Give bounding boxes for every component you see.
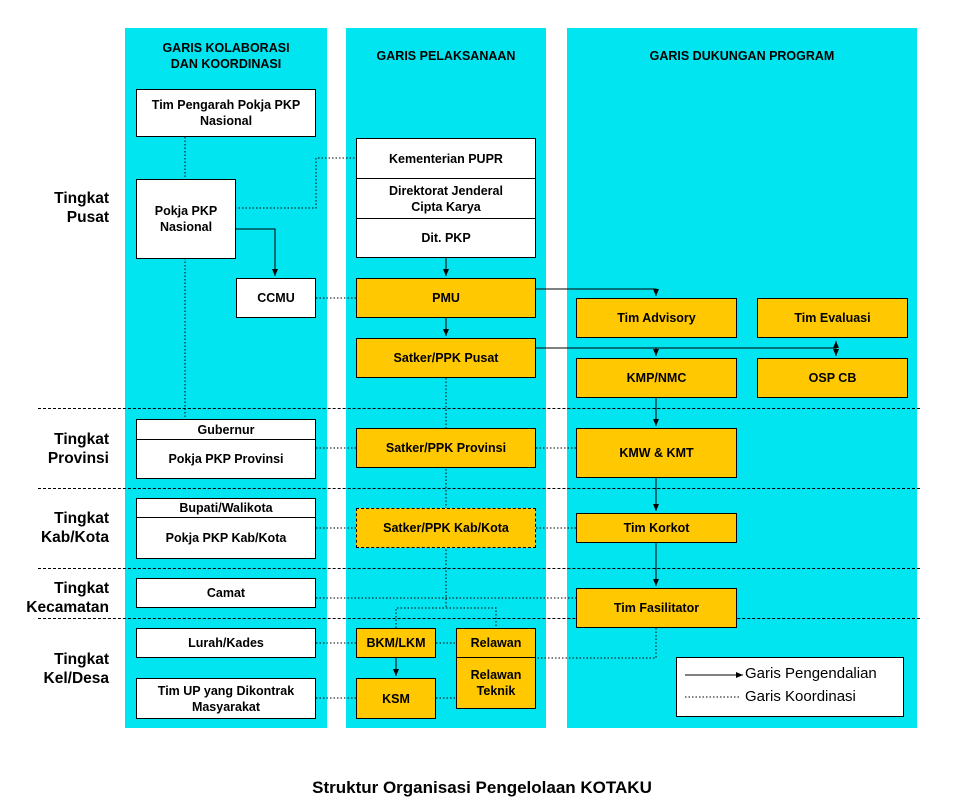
level-keldesa: Tingkat Kel/Desa (43, 651, 109, 687)
column-kolaborasi: GARIS KOLABORASI DAN KOORDINASI (125, 28, 327, 728)
box-korkot: Tim Korkot (576, 513, 737, 543)
box-relawan: Relawan (456, 628, 536, 658)
box-tim-up: Tim UP yang Dikontrak Masyarakat (136, 678, 316, 719)
box-ksm: KSM (356, 678, 436, 719)
control-line-pmu-advisory (536, 288, 659, 296)
legend-pengendalian: Garis Pengendalian (745, 665, 877, 682)
coord-line-fasilitator-relawan (536, 628, 657, 659)
box-relawan-teknik: Relawan Teknik (456, 657, 536, 709)
box-kementerian: Kementerian PUPR (356, 138, 536, 179)
box-satker-provinsi: Satker/PPK Provinsi (356, 428, 536, 468)
column-kolaborasi-title: GARIS KOLABORASI DAN KOORDINASI (162, 41, 290, 71)
box-tim-pengarah: Tim Pengarah Pokja PKP Nasional (136, 89, 316, 137)
column-dukungan-title: GARIS DUKUNGAN PROGRAM (649, 49, 835, 63)
box-gubernur: Gubernur (136, 419, 316, 440)
box-satker-pusat: Satker/PPK Pusat (356, 338, 536, 378)
legend: Garis Pengendalian Garis Koordinasi (676, 657, 904, 717)
coord-line-bkm-kesamping (395, 607, 497, 628)
box-lurah: Lurah/Kades (136, 628, 316, 658)
legend-koordinasi: Garis Koordinasi (745, 688, 856, 705)
box-ccmu: CCMU (236, 278, 316, 318)
level-pusat: Tingkat Pusat (54, 190, 109, 226)
diagram-caption: Struktur Organisasi Pengelolaan KOTAKU (312, 778, 652, 797)
level-provinsi: Tingkat Provinsi (47, 431, 109, 467)
box-fasilitator: Tim Fasilitator (576, 588, 737, 628)
separator-pusat-provinsi (38, 408, 920, 409)
column-pelaksanaan-title: GARIS PELAKSANAAN (376, 49, 516, 63)
coord-line-pokja-kementerian (235, 157, 356, 209)
box-pokja-provinsi: Pokja PKP Provinsi (136, 439, 316, 479)
separator-kabkota-kecamatan (38, 568, 920, 569)
separator-provinsi-kabkota (38, 488, 920, 489)
box-bupati: Bupati/Walikota (136, 498, 316, 518)
box-camat: Camat (136, 578, 316, 608)
box-pokja-kab: Pokja PKP Kab/Kota (136, 517, 316, 559)
box-kmw: KMW & KMT (576, 428, 737, 478)
box-kmp: KMP/NMC (576, 358, 737, 398)
box-tim-evaluasi: Tim Evaluasi (757, 298, 908, 338)
box-dirjen: Direktorat Jenderal Cipta Karya (356, 178, 536, 219)
box-pmu: PMU (356, 278, 536, 318)
box-osp: OSP CB (757, 358, 908, 398)
box-dit-pkp: Dit. PKP (356, 218, 536, 258)
box-bkm: BKM/LKM (356, 628, 436, 658)
legend-lines (685, 672, 743, 698)
box-pokja-nasional: Pokja PKP Nasional (136, 179, 236, 259)
control-line-pokja-ccmu (235, 228, 278, 276)
separator-kecamatan-keldesa (38, 618, 920, 619)
box-tim-advisory: Tim Advisory (576, 298, 737, 338)
level-kecamatan: Tingkat Kecamatan (26, 580, 109, 616)
level-kabkota: Tingkat Kab/Kota (40, 510, 109, 546)
box-satker-kab: Satker/PPK Kab/Kota (356, 508, 536, 548)
